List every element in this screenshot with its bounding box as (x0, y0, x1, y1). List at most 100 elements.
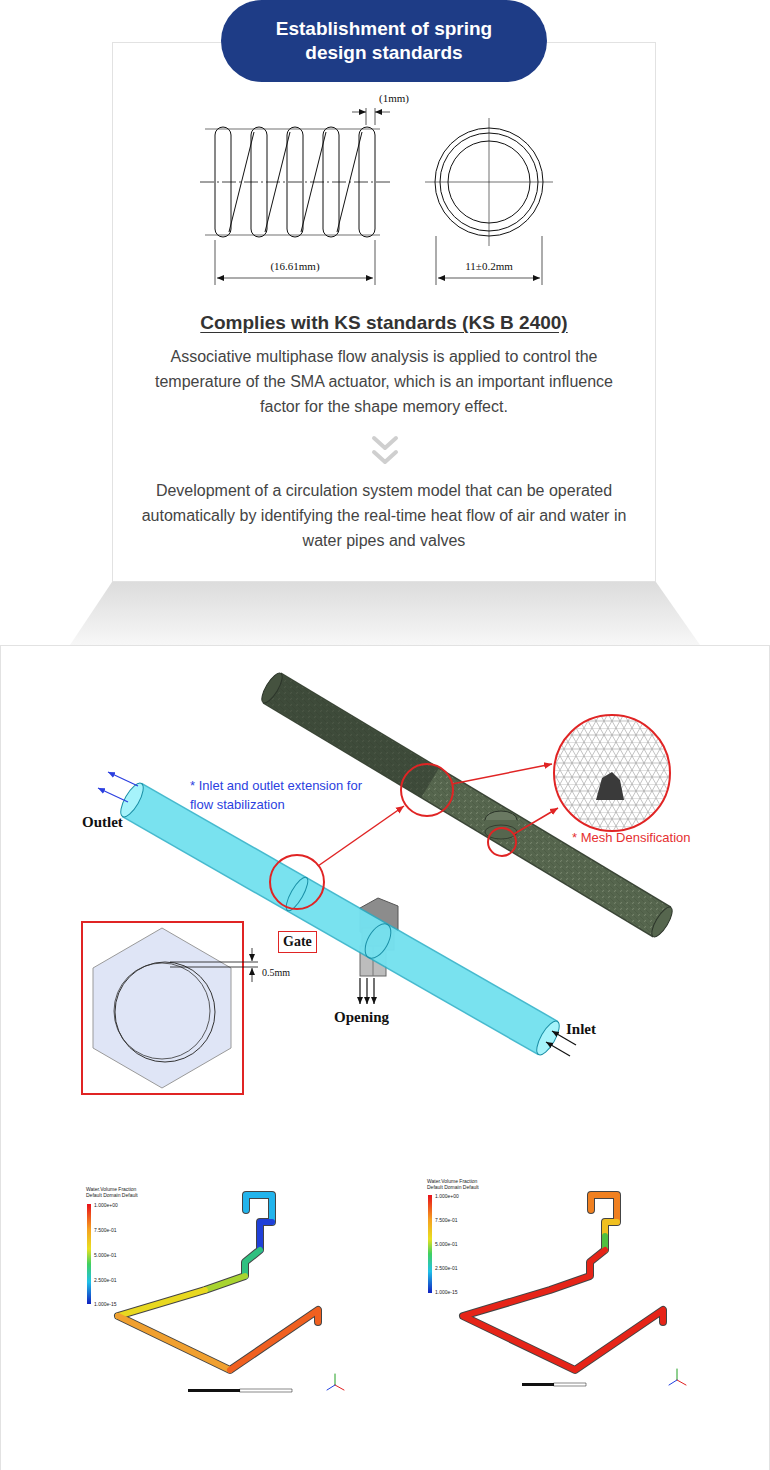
gate-inset-part (82, 922, 243, 1094)
down-chevron-part (374, 438, 396, 448)
spring-side-view-part (301, 132, 326, 232)
meshed-pipe-part (648, 904, 676, 939)
volume-fraction-plot-left-part (245, 1250, 260, 1276)
colorbar-title: Water.Volume Fraction (427, 1178, 477, 1184)
dimension-label: 0.5mm (262, 967, 290, 979)
section-heading: Complies with KS standards (KS B 2400) (133, 311, 635, 335)
spring-side-view-part (375, 112, 390, 113)
title-pill: Establishment of spring design standards (221, 0, 547, 82)
spring-end-view-part (435, 128, 543, 236)
spring-side-view-part (205, 129, 380, 130)
card-shadow (70, 582, 700, 645)
spring-side-view-part (205, 235, 380, 236)
colorbar-value: 2.500e-01 (94, 1277, 117, 1283)
spring-side-view-part (200, 182, 392, 183)
port-label: Opening (334, 1008, 389, 1026)
meshed-pipe-part (258, 670, 286, 705)
volume-fraction-plot-left-part (230, 1310, 318, 1370)
highlight-circles-part (488, 828, 516, 856)
spring-side-view-part (251, 127, 267, 237)
gate-inset-part (115, 962, 215, 1062)
spring-side-view-part (352, 112, 366, 113)
mesh-zoom-part-part (550, 710, 680, 840)
spring-side-view (200, 108, 392, 285)
highlight-circles-part (318, 806, 404, 866)
mesh-zoom-part (554, 715, 670, 831)
fluid-pipe-part (532, 1018, 563, 1058)
gate-text: Gate (283, 933, 312, 951)
volume-fraction-plot-right-part (428, 1195, 432, 1293)
volume-fraction-plot-left-part (205, 1276, 245, 1290)
spring-side-view-part (323, 127, 339, 237)
volume-fraction-plot-right-part (677, 1369, 678, 1380)
volume-fraction-plot-right-part (463, 1250, 663, 1370)
flow-arrows-part (366, 978, 367, 1004)
standard-card: Complies with KS standards (KS B 2400)As… (112, 42, 656, 582)
colorbar-title: Water.Volume Fraction (86, 1186, 136, 1192)
flow-arrows-part (359, 978, 360, 1004)
spring-side-view-part (375, 240, 376, 285)
port-label: Inlet (566, 1020, 596, 1038)
fluid-pipe-part (360, 920, 396, 963)
spring-side-view-part (217, 278, 373, 279)
volume-fraction-plot-left-part (87, 1204, 91, 1304)
volume-fraction-plot-left-part (118, 1195, 318, 1370)
spring-end-view-part (542, 236, 543, 285)
gate-inset-part (170, 962, 258, 963)
volume-fraction-plot-left-part (118, 1316, 230, 1370)
volume-fraction-plot-left-part (118, 1290, 205, 1316)
spring-side-view-part (337, 132, 362, 232)
gate-inset-part (252, 968, 253, 982)
volume-fraction-plot-left-part (188, 1389, 240, 1392)
volume-fraction-plot-left-part (240, 1389, 292, 1392)
colorbar-value: 7.500e-01 (94, 1227, 117, 1233)
volume-fraction-plot-right-part (677, 1380, 686, 1385)
mesh-zoom-part-part (596, 772, 624, 800)
note-text: * Inlet and outlet extension for flow st… (190, 776, 375, 814)
bottom-panel (1, 646, 770, 1470)
volume-fraction-plot-left-part (246, 1195, 272, 1222)
body-text: Development of a circulation system mode… (135, 478, 633, 553)
down-chevron-part (374, 452, 396, 462)
gate-inset-part (114, 963, 210, 1059)
spring-side-view-part (366, 108, 367, 125)
colorbar-value: 2.500e-01 (435, 1265, 458, 1271)
spring-end-view-part (438, 278, 540, 279)
spring-side-view-part (375, 108, 376, 125)
volume-fraction-plot-right-part (669, 1380, 677, 1385)
dimension-label: (1mm) (379, 92, 409, 105)
gate-inset-part (93, 928, 231, 1088)
volume-fraction-plot-left-part (335, 1385, 344, 1390)
fluid-pipe-part (116, 780, 147, 820)
spring-side-view-part (287, 127, 303, 237)
spring-side-view-part (265, 132, 290, 232)
meshed-pipe-part (272, 688, 430, 783)
gate-inset-part (252, 948, 253, 961)
volume-fraction-plot-right-part (463, 1195, 663, 1370)
gate-inset-part (170, 967, 258, 968)
colorbar-value: 1.000e-15 (435, 1289, 458, 1295)
dimension-label: (16.61mm) (245, 260, 345, 273)
volume-fraction-plot-right (428, 1195, 686, 1386)
colorbar-value: 5.000e-01 (435, 1241, 458, 1247)
flow-arrows-part (546, 1042, 570, 1056)
gate-label-box: Gate (278, 931, 317, 953)
volume-fraction-plot-left (87, 1195, 344, 1392)
colorbar-value: 1.000e-15 (94, 1301, 117, 1307)
flow-arrows-part (108, 772, 138, 786)
mesh-zoom (550, 710, 680, 840)
note-text: * Mesh Densification (572, 829, 691, 846)
title-text: Establishment of spring design standards (243, 17, 525, 65)
colorbar-value: 5.000e-01 (94, 1252, 117, 1258)
card-shadow-part (70, 582, 700, 645)
spring-side-view-part (215, 240, 216, 285)
spring-end-view-part (436, 236, 437, 285)
spring-end-view-part (489, 118, 490, 246)
volume-fraction-plot-left-part (260, 1222, 272, 1250)
highlight-circles-part (401, 764, 453, 816)
spring-end-view (425, 118, 553, 285)
port-label: Outlet (82, 813, 123, 831)
gate-inset (82, 922, 258, 1094)
